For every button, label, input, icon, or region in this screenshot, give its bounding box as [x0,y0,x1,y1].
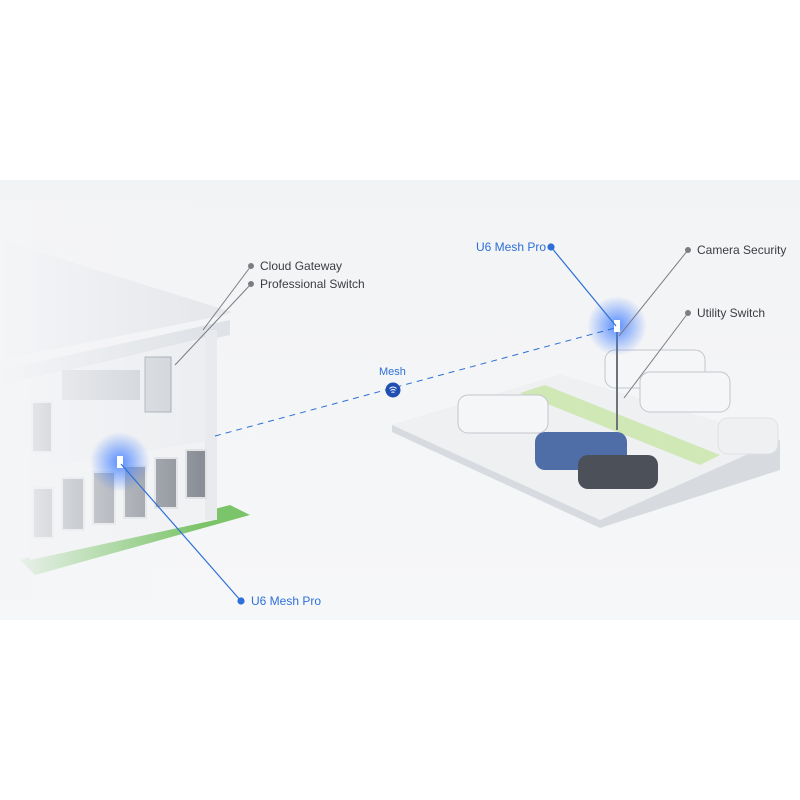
leader-professional-switch [174,283,252,366]
car-white-1 [457,394,549,434]
parking-lot [392,327,780,528]
u6-mesh-pro-device [117,456,123,468]
label-mesh: Mesh [379,366,406,378]
label-professional-switch: Professional Switch [260,277,365,291]
leader-camera-security [618,249,689,337]
u6-mesh-pro-device [614,320,620,332]
leader-cloud-gateway [202,265,252,331]
label-cloud-gateway: Cloud Gateway [260,259,343,273]
mesh-link-line [214,327,616,437]
leader-u6-parking [550,246,617,327]
leader-u6-building [120,463,242,602]
wifi-mesh-icon [385,382,401,398]
label-camera-security: Camera Security [697,243,787,257]
suv-white [639,371,731,413]
label-u6-mesh-pro-building: U6 Mesh Pro [251,594,322,608]
label-u6-mesh-pro-parking: U6 Mesh Pro [476,240,547,254]
leader-utility-switch [623,312,689,399]
building [0,200,800,600]
label-utility-switch: Utility Switch [697,306,766,320]
car-dark [578,455,658,489]
